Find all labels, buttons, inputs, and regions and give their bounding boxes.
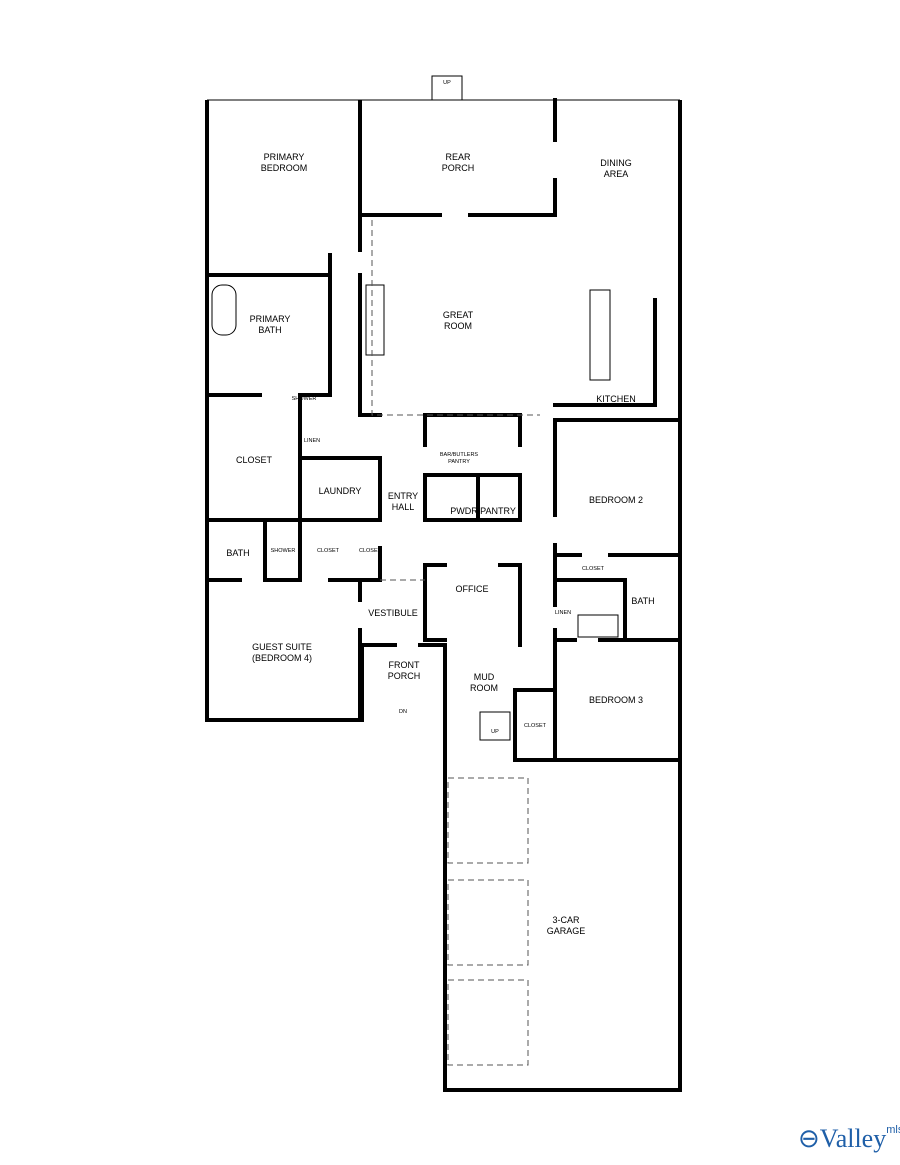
label-laundry: LAUNDRY: [319, 486, 362, 496]
label-front-porch: FRONT: [389, 660, 420, 670]
label-closet: CLOSET: [236, 455, 273, 465]
label-closet-b: CLOSET: [359, 548, 382, 554]
label-dining: DINING: [600, 158, 632, 168]
label-primary-bedroom: PRIMARY: [264, 152, 305, 162]
logo-name: Valley: [819, 1124, 887, 1153]
label-bath: BATH: [226, 548, 249, 558]
label-office: OFFICE: [456, 584, 489, 594]
label-rear-porch: REAR: [445, 152, 471, 162]
label-primary-bath-2: BATH: [258, 325, 281, 335]
label-linen: LINEN: [304, 438, 320, 444]
exterior-walls: [205, 99, 682, 1092]
room-labels: PRIMARY BEDROOM REAR PORCH DINING AREA G…: [226, 80, 654, 936]
label-bath-2: BATH: [631, 596, 654, 606]
label-mud-up: UP: [491, 729, 499, 735]
label-garage: 3-CAR: [552, 915, 580, 925]
label-butlers-pantry-2: PANTRY: [448, 459, 470, 465]
label-entry-hall-2: HALL: [392, 502, 415, 512]
label-closet-bed3: CLOSET: [524, 723, 547, 729]
label-dining-2: AREA: [604, 169, 629, 179]
valley-mls-logo: ⊖Valleymls.com: [798, 1124, 900, 1154]
label-mud-room: MUD: [474, 672, 495, 682]
label-front-dn: DN: [399, 709, 407, 715]
label-pantry: PANTRY: [480, 506, 516, 516]
label-mud-room-2: ROOM: [470, 683, 498, 693]
label-primary-bath: PRIMARY: [250, 314, 291, 324]
garage-bays: [371, 220, 540, 1066]
label-linen-2: LINEN: [555, 610, 571, 616]
fireplace: [365, 284, 385, 356]
label-closet-a: CLOSET: [317, 548, 340, 554]
mud-room-stairs: [479, 711, 511, 741]
rear-stairs: [431, 75, 463, 101]
label-vestibule: VESTIBULE: [368, 608, 418, 618]
logo-globe-icon: ⊖: [798, 1124, 820, 1153]
label-bedroom-2: BEDROOM 2: [589, 495, 643, 505]
label-pwdr: PWDR: [450, 506, 478, 516]
label-rear-up: UP: [443, 80, 451, 86]
label-closet-bed2: CLOSET: [582, 566, 605, 572]
label-guest-suite: GUEST SUITE: [252, 642, 312, 652]
bathtub: [211, 284, 237, 336]
label-guest-suite-2: (BEDROOM 4): [252, 653, 312, 663]
label-shower: SHOWER: [292, 396, 317, 402]
label-great-room: GREAT: [443, 310, 474, 320]
label-bedroom-3: BEDROOM 3: [589, 695, 643, 705]
label-primary-bedroom-2: BEDROOM: [261, 163, 308, 173]
label-front-porch-2: PORCH: [388, 671, 421, 681]
label-great-room-2: ROOM: [444, 321, 472, 331]
kitchen-island: [589, 289, 611, 381]
label-shower-guest: SHOWER: [271, 548, 296, 554]
label-rear-porch-2: PORCH: [442, 163, 475, 173]
logo-suffix: mls.com: [886, 1124, 900, 1137]
label-kitchen: KITCHEN: [596, 394, 636, 404]
label-garage-2: GARAGE: [547, 926, 586, 936]
bathtub: [577, 614, 619, 638]
label-butlers-pantry: BAR/BUTLERS: [440, 452, 479, 458]
label-entry-hall: ENTRY: [388, 491, 418, 501]
